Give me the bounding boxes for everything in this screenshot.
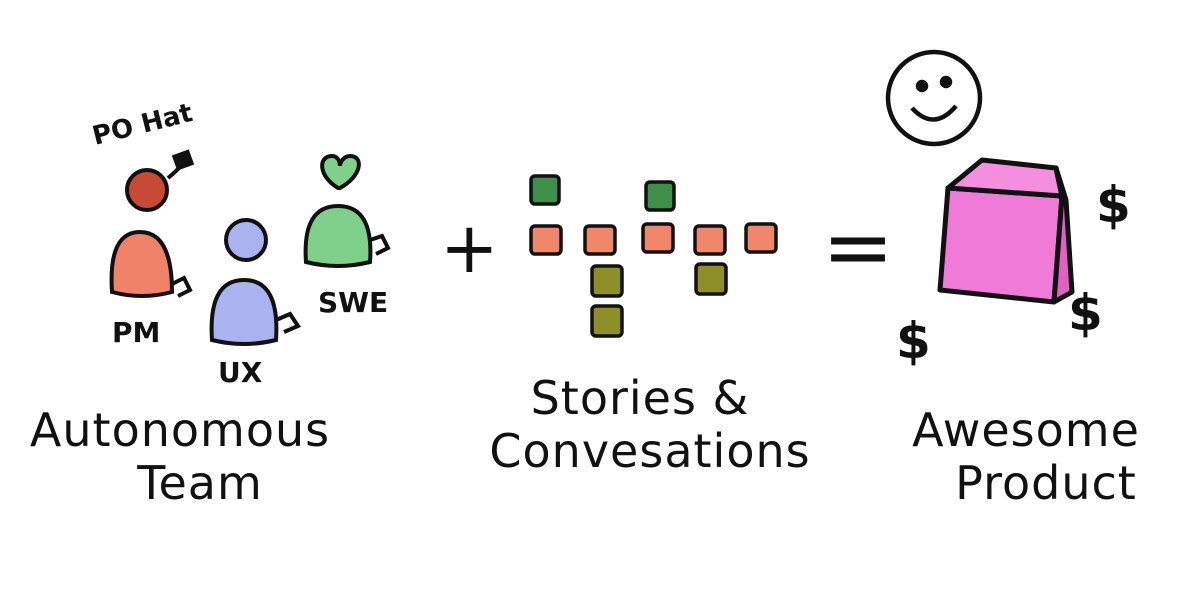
- smiley-face-icon: [885, 49, 983, 147]
- ux-head: [224, 218, 268, 262]
- stories-caption: Stories & Convesations: [470, 372, 830, 478]
- swe-body: [303, 203, 373, 268]
- team-caption: Autonomous Team: [20, 404, 340, 510]
- product-caption: Awesome Product: [876, 404, 1176, 510]
- stories-caption-line1: Stories &: [530, 371, 750, 425]
- po-figure: [125, 149, 195, 212]
- product-caption-line2: Product: [955, 455, 1137, 510]
- pm-label: PM: [112, 316, 160, 349]
- product-group: $ $ $: [885, 49, 1131, 370]
- story-card-below: [694, 262, 728, 296]
- story-card-backbone: [744, 222, 778, 254]
- swe-head-heart-icon: [320, 153, 361, 190]
- story-map: [529, 174, 778, 338]
- po-hat-label: PO Hat: [89, 98, 195, 152]
- ux-figure: UX: [209, 218, 301, 389]
- ux-label: UX: [218, 356, 263, 389]
- story-card-backbone: [693, 224, 727, 256]
- ux-body: [209, 277, 279, 346]
- stories-caption-line2: Convesations: [489, 423, 811, 478]
- pm-figure: PM: [109, 229, 193, 349]
- dollar-sign-icon: $: [896, 312, 931, 370]
- story-card-below: [590, 264, 624, 298]
- swe-figure: SWE: [303, 153, 391, 319]
- product-caption-line1: Awesome: [912, 403, 1140, 457]
- dollar-sign-icon: $: [1068, 284, 1103, 342]
- story-card-backbone: [641, 222, 675, 254]
- story-card-backbone: [529, 224, 563, 256]
- po-head: [125, 168, 169, 212]
- swe-label: SWE: [318, 286, 388, 319]
- equals-operator: =: [822, 197, 894, 297]
- story-card-top: [644, 180, 676, 212]
- team-caption-line2: Team: [137, 455, 263, 510]
- story-card-top: [529, 174, 561, 206]
- dollar-sign-icon: $: [1096, 176, 1131, 234]
- story-card-backbone: [583, 224, 617, 256]
- plus-operator: +: [440, 207, 499, 289]
- hat-icon: [171, 149, 195, 171]
- product-box: [937, 157, 1075, 305]
- team-caption-line1: Autonomous: [29, 403, 331, 457]
- story-card-below: [590, 304, 624, 338]
- team-group: PO Hat PM UX SWE: [89, 98, 391, 389]
- pm-body: [109, 229, 175, 298]
